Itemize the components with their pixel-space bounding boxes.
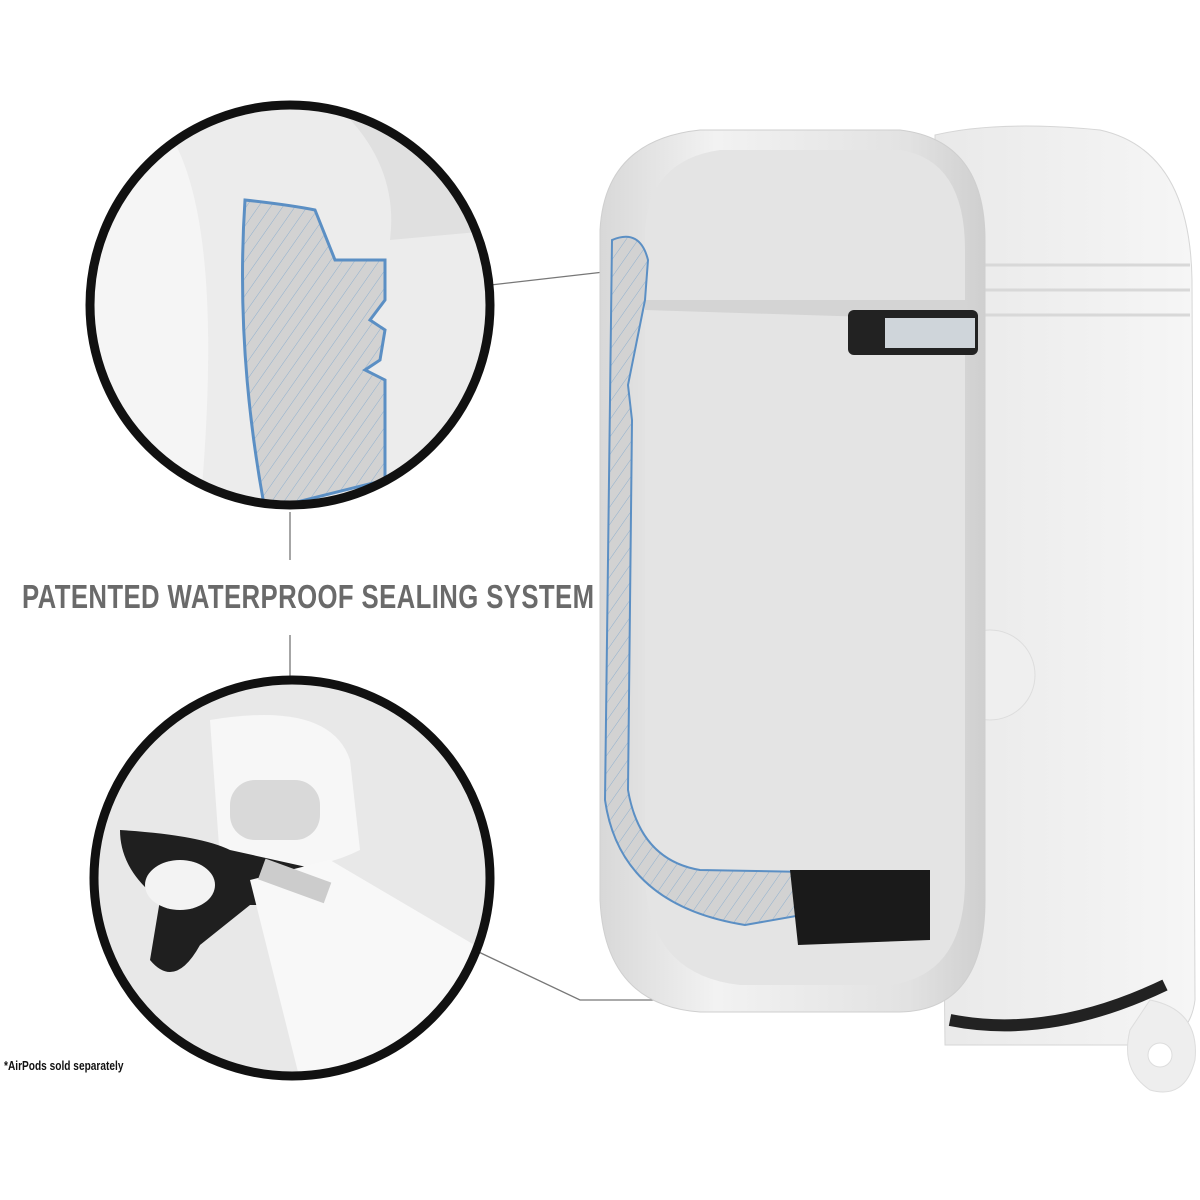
wall-cross-section [603, 235, 831, 927]
callout-ring-bottom [89, 675, 495, 1081]
seal [790, 870, 930, 945]
case-body [599, 129, 986, 1013]
callout-ring-top [85, 100, 495, 510]
headline: PATENTED WATERPROOF SEALING SYSTEM [22, 578, 595, 615]
callout-bottom-detail [89, 675, 495, 1081]
callout-top-detail [85, 100, 495, 510]
footnote: *AirPods sold separately [4, 1058, 124, 1073]
